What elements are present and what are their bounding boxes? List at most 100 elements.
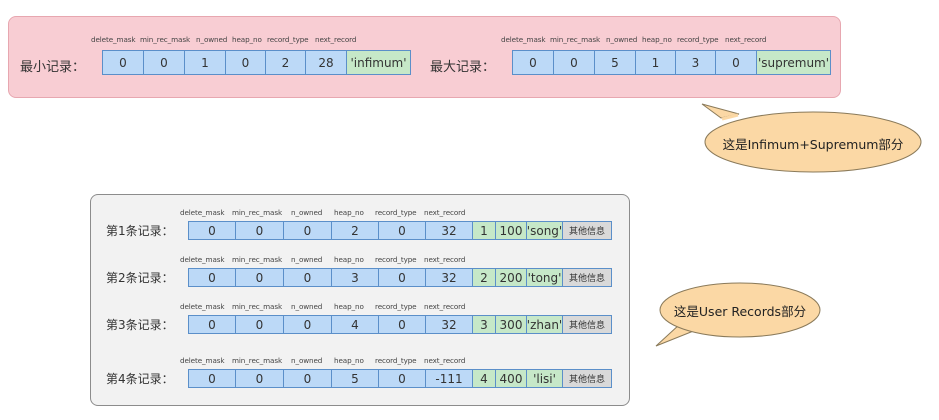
supremum-cell: 3 — [676, 50, 716, 75]
record-other-info-cell: 其他信息 — [563, 315, 612, 334]
record-header-cell: 0 — [188, 315, 236, 334]
record-column-cell: 300 — [496, 315, 527, 334]
record-column-cell: 400 — [496, 369, 527, 388]
record-header: n_owned — [291, 356, 323, 365]
record-column-cell: 3 — [473, 315, 496, 334]
record-label: 第1条记录： — [106, 224, 174, 238]
supremum-header: n_owned — [606, 35, 638, 44]
record-header-cell: -111 — [426, 369, 473, 388]
infimum-cell: 0 — [102, 50, 144, 75]
record-header: min_rec_mask — [232, 208, 283, 217]
record-column-cell: 'zhan' — [527, 315, 563, 334]
record-label: 第3条记录： — [106, 318, 174, 332]
record-header-cell: 0 — [236, 369, 284, 388]
record-column-cell: 2 — [473, 268, 496, 287]
record-column-cell: 'song' — [527, 221, 563, 240]
record-column-cell: 1 — [473, 221, 496, 240]
record-header: heap_no — [334, 356, 364, 365]
user-records-callout-text: 这是User Records部分 — [673, 303, 807, 319]
record-header-cell: 0 — [236, 268, 284, 287]
record-header: min_rec_mask — [232, 302, 283, 311]
record-header-cell: 4 — [332, 315, 379, 334]
infimum-header: record_type — [267, 35, 309, 44]
record-header: min_rec_mask — [232, 255, 283, 264]
record-header: next_record — [424, 302, 466, 311]
record-header: record_type — [375, 255, 417, 264]
record-header-cell: 0 — [379, 221, 426, 240]
infimum-header: n_owned — [196, 35, 228, 44]
record-header: next_record — [424, 208, 466, 217]
record-column-cell: 'lisi' — [527, 369, 563, 388]
record-label: 第4条记录： — [106, 372, 174, 386]
record-header: min_rec_mask — [232, 356, 283, 365]
infimum-header: next_record — [315, 35, 357, 44]
record-header: next_record — [424, 356, 466, 365]
record-header-cell: 0 — [284, 221, 332, 240]
supremum-header: delete_mask — [501, 35, 546, 44]
record-label: 第2条记录： — [106, 271, 174, 285]
record-column-cell: 100 — [496, 221, 527, 240]
infimum-supremum-callout-bubble — [701, 103, 922, 173]
record-header-cell: 32 — [426, 221, 473, 240]
infimum-header: delete_mask — [91, 35, 136, 44]
record-header-cell: 0 — [188, 369, 236, 388]
infimum-header: min_rec_mask — [140, 35, 191, 44]
infimum-cell: 0 — [226, 50, 266, 75]
record-other-info-cell: 其他信息 — [563, 369, 612, 388]
record-header: delete_mask — [180, 255, 225, 264]
record-header-cell: 0 — [284, 268, 332, 287]
record-header-cell: 3 — [332, 268, 379, 287]
infimum-name-cell: 'infimum' — [347, 50, 411, 75]
record-column-cell: 'tong' — [527, 268, 563, 287]
infimum-cell: 28 — [306, 50, 347, 75]
record-header-cell: 0 — [379, 369, 426, 388]
supremum-header: record_type — [677, 35, 719, 44]
infimum-cell: 1 — [185, 50, 226, 75]
record-header: delete_mask — [180, 356, 225, 365]
infimum-supremum-callout-text: 这是Infimum+Supremum部分 — [722, 136, 904, 152]
supremum-cell: 5 — [595, 50, 636, 75]
record-header: delete_mask — [180, 302, 225, 311]
record-header-cell: 0 — [284, 315, 332, 334]
supremum-cell: 0 — [716, 50, 757, 75]
record-header: record_type — [375, 208, 417, 217]
record-header: heap_no — [334, 255, 364, 264]
record-header: n_owned — [291, 302, 323, 311]
record-header-cell: 0 — [379, 268, 426, 287]
record-header: next_record — [424, 255, 466, 264]
record-column-cell: 4 — [473, 369, 496, 388]
record-header: n_owned — [291, 255, 323, 264]
supremum-cell: 0 — [512, 50, 554, 75]
supremum-header: min_rec_mask — [550, 35, 601, 44]
record-other-info-cell: 其他信息 — [563, 268, 612, 287]
record-header-cell: 0 — [284, 369, 332, 388]
record-header-cell: 0 — [236, 315, 284, 334]
record-other-info-cell: 其他信息 — [563, 221, 612, 240]
supremum-header: heap_no — [642, 35, 672, 44]
infimum-cells: 0 0 1 0 2 28 'infimum' — [102, 50, 411, 75]
record-header-cell: 5 — [332, 369, 379, 388]
supremum-cell: 1 — [636, 50, 676, 75]
supremum-label: 最大记录： — [430, 60, 496, 75]
record-header: heap_no — [334, 302, 364, 311]
record-header: delete_mask — [180, 208, 225, 217]
record-header: heap_no — [334, 208, 364, 217]
record-header-cell: 32 — [426, 315, 473, 334]
record-header-cell: 0 — [379, 315, 426, 334]
supremum-cells: 0 0 5 1 3 0 'supremum' — [512, 50, 831, 75]
record-header: n_owned — [291, 208, 323, 217]
infimum-header: heap_no — [232, 35, 262, 44]
record-header-cell: 0 — [188, 268, 236, 287]
record-header: record_type — [375, 356, 417, 365]
record-header: record_type — [375, 302, 417, 311]
record-header-cell: 0 — [188, 221, 236, 240]
supremum-name-cell: 'supremum' — [757, 50, 831, 75]
supremum-cell: 0 — [554, 50, 595, 75]
record-header-cell: 0 — [236, 221, 284, 240]
supremum-header: next_record — [725, 35, 767, 44]
record-header-cell: 32 — [426, 268, 473, 287]
